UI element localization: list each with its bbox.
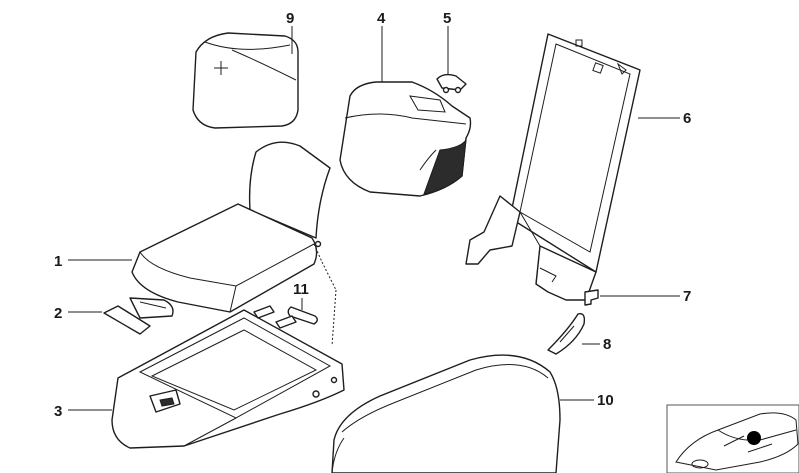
part-10-armrest-pad (331, 354, 561, 473)
callout-6: 6 (683, 110, 691, 127)
part-8-trim (547, 313, 586, 355)
callout-3: 3 (54, 403, 62, 420)
callout-4: 4 (377, 10, 386, 27)
callout-2: 2 (54, 305, 62, 322)
part-3-armrest-base (111, 243, 345, 449)
part-1-armrest-lid (131, 141, 331, 313)
part-6-backrest-frame (465, 33, 641, 301)
callout-8: 8 (603, 336, 611, 353)
callout-7: 7 (683, 288, 691, 305)
callout-labels: 1 2 3 4 5 6 7 8 9 10 11 (54, 10, 691, 420)
part-5-clip (436, 73, 467, 94)
callout-5: 5 (443, 10, 451, 27)
leader-lines (68, 26, 680, 411)
car-location-thumbnail-icon (666, 404, 799, 473)
part-9-cushion (192, 32, 299, 129)
callout-11: 11 (293, 281, 309, 298)
part-11-pin (287, 306, 318, 325)
callout-1: 1 (54, 253, 62, 270)
callout-9: 9 (286, 10, 294, 27)
part-7-bracket (584, 289, 599, 306)
callout-10: 10 (597, 392, 614, 409)
part-2-latch-trim (103, 297, 174, 335)
part-4-armrest-cover (339, 81, 472, 197)
